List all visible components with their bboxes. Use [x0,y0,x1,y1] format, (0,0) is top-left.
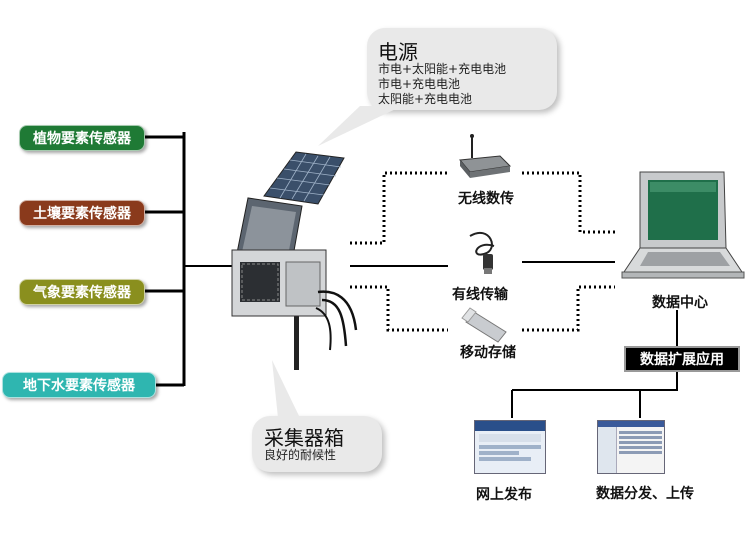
sensor-plant: 植物要素传感器 [19,125,145,151]
power-option-2: 市电+充电电池 [378,77,461,91]
wired-label: 有线传输 [452,287,508,303]
sensor-groundwater: 地下水要素传感器 [2,372,156,398]
web-publish-screenshot [474,420,546,474]
datacenter-label: 数据中心 [652,295,708,311]
power-bubble [367,28,557,110]
wireless-dotted-path [350,171,448,245]
mobile-label: 移动存储 [460,345,516,361]
wireless-label: 无线数传 [458,191,514,207]
power-option-1: 市电+太阳能+充电电池 [378,62,507,76]
distribute-screenshot [597,420,665,474]
web-publish-label: 网上发布 [476,487,532,503]
collector-title: 采集器箱 [264,426,344,450]
distribute-label: 数据分发、上传 [596,486,694,502]
extension-box: 数据扩展应用 [624,346,740,372]
mobile-dotted-path [350,285,448,332]
sensor-weather: 气象要素传感器 [19,279,145,305]
sensor-soil: 土壤要素传感器 [19,200,145,226]
power-option-3: 太阳能+充电电池 [378,92,473,106]
power-title: 电源 [378,40,418,64]
collector-bubble [252,416,382,472]
collector-subtitle: 良好的耐候性 [264,448,337,462]
